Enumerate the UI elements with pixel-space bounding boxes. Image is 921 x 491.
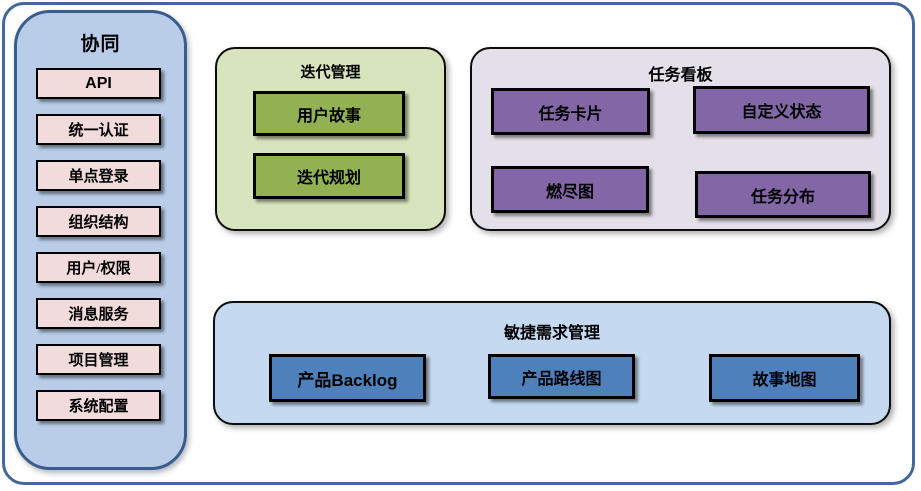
feature-iteration-planning: 迭代规划 [253, 153, 405, 199]
sidebar-item-api: API [36, 68, 161, 99]
sidebar-collaboration: 协同 API 统一认证 单点登录 组织结构 用户/权限 消息服务 项目管理 系统… [14, 10, 187, 470]
feature-product-backlog: 产品Backlog [269, 354, 426, 402]
group-requirements-title: 敏捷需求管理 [503, 325, 600, 342]
sidebar-item-list: API 统一认证 单点登录 组织结构 用户/权限 消息服务 项目管理 系统配置 [36, 68, 161, 421]
group-agile-requirements: 敏捷需求管理 产品Backlog 产品路线图 故事地图 [213, 301, 891, 425]
sidebar-item-system-config: 系统配置 [36, 390, 161, 421]
feature-story-map: 故事地图 [709, 354, 860, 402]
sidebar-item-org-structure: 组织结构 [36, 206, 161, 237]
group-task-board: 任务看板 任务卡片 自定义状态 燃尽图 任务分布 [470, 47, 891, 231]
group-iteration-title: 迭代管理 [300, 64, 361, 81]
sidebar-item-sso: 单点登录 [36, 160, 161, 191]
feature-task-distribution: 任务分布 [695, 171, 871, 218]
sidebar-title: 协同 [80, 34, 121, 55]
sidebar-item-unified-auth: 统一认证 [36, 114, 161, 145]
sidebar-item-project-management: 项目管理 [36, 344, 161, 375]
feature-user-story: 用户故事 [253, 91, 405, 136]
group-kanban-title: 任务看板 [648, 67, 713, 84]
sidebar-item-user-permission: 用户/权限 [36, 252, 161, 283]
feature-custom-status: 自定义状态 [693, 86, 870, 134]
feature-burndown-chart: 燃尽图 [491, 166, 649, 213]
group-iteration-management: 迭代管理 用户故事 迭代规划 [215, 47, 446, 231]
feature-task-card: 任务卡片 [491, 88, 650, 135]
feature-product-roadmap: 产品路线图 [488, 354, 635, 399]
sidebar-item-message-service: 消息服务 [36, 298, 161, 329]
